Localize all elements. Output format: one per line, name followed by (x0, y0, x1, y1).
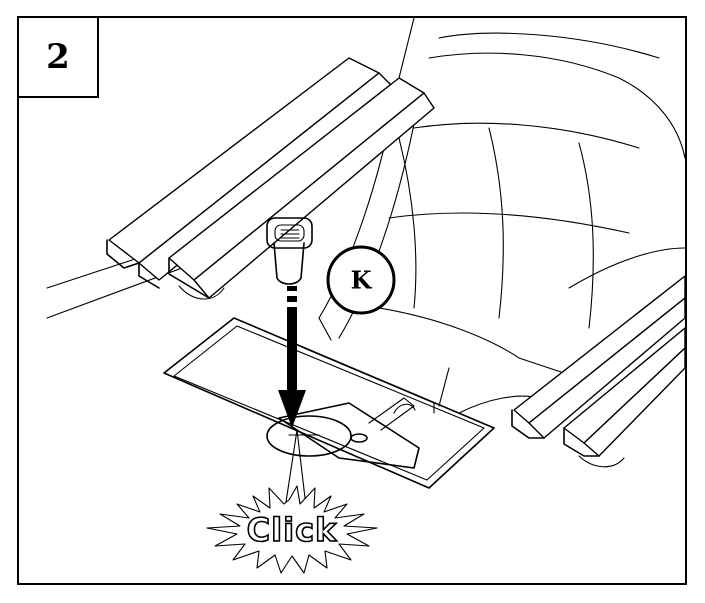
step-number: 2 (46, 37, 70, 77)
floor-recess (163, 317, 495, 489)
right-rail (511, 275, 685, 468)
callout-k (326, 245, 396, 315)
diagram-frame: 2 (17, 16, 687, 585)
latch-mechanism (266, 397, 420, 469)
left-rail (106, 57, 435, 300)
insertion-arrow (278, 286, 306, 428)
callout-label: K (350, 265, 372, 295)
step-number-box: 2 (19, 18, 99, 98)
click-label: Click (246, 510, 338, 550)
plug-k (266, 217, 313, 285)
installation-illustration (46, 18, 685, 574)
click-burst (206, 429, 378, 574)
